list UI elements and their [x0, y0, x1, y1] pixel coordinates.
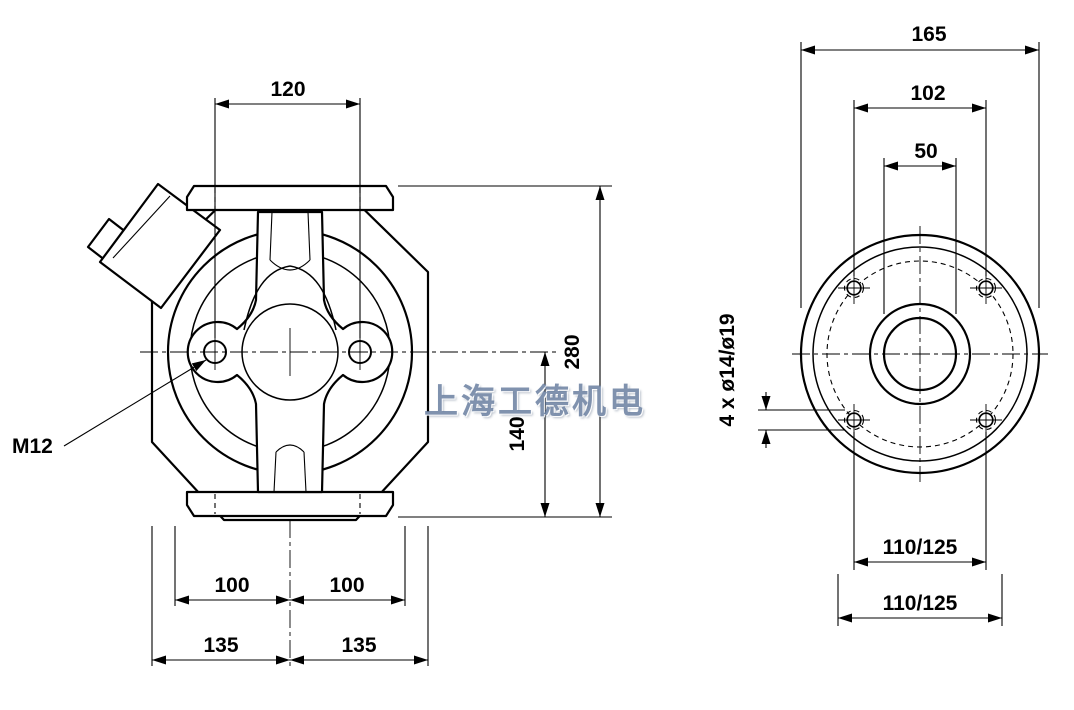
- dim-text-102: 102: [910, 82, 945, 105]
- dim-text-280: 280: [561, 334, 584, 369]
- drain-arc: [275, 444, 305, 453]
- label-bolt-holes: 4 x ø14/ø19: [716, 313, 845, 448]
- top-flange: [185, 184, 395, 212]
- dim-text-135-right: 135: [341, 634, 376, 657]
- dim-width-halves: 135 135: [151, 526, 429, 666]
- dim-bolt-span: 102: [853, 82, 987, 276]
- dim-text-50: 50: [914, 140, 937, 163]
- dim-top-flange: 120: [214, 78, 361, 338]
- terminal-box-detail: [112, 195, 171, 259]
- dim-text-110-125-a: 110/125: [883, 536, 958, 559]
- dim-base-halves: 100 100: [174, 526, 406, 606]
- bottom-flange: [185, 490, 395, 518]
- dim-text-135-left: 135: [203, 634, 238, 657]
- watermark-text: 上海工德机电: [424, 382, 646, 422]
- front-view: 120 280 140 M12 100 100: [12, 78, 612, 668]
- dim-text-165: 165: [911, 23, 946, 46]
- flange-view: 165 102 50 4 x ø14/ø19 11: [716, 23, 1048, 626]
- dim-pitch-circle-1: 110/125: [853, 432, 987, 570]
- dim-text-120: 120: [270, 78, 305, 101]
- drain-detail: [303, 451, 307, 493]
- dim-overall-height: 280: [398, 185, 612, 518]
- terminal-box: [98, 182, 222, 310]
- neck-arc: [269, 259, 311, 271]
- label-m12: M12: [12, 359, 207, 458]
- neck-detail: [307, 211, 311, 261]
- dim-port-bore: 50: [883, 140, 957, 314]
- dim-center-to-base: 140: [506, 352, 550, 517]
- flange-bolt-hole: [970, 404, 1002, 436]
- dim-text-100-left: 100: [214, 574, 249, 597]
- dim-text-110-125-b: 110/125: [883, 592, 958, 615]
- dim-overall-width: 165: [800, 23, 1040, 308]
- dim-text-140: 140: [506, 416, 529, 451]
- holes-label-text: 4 x ø14/ø19: [716, 313, 739, 426]
- drain-detail: [273, 451, 277, 493]
- volute-spiral-left: [243, 265, 291, 331]
- leader-line: [63, 359, 207, 447]
- flange-bolt-hole: [838, 404, 870, 436]
- dim-pitch-circle-2: 110/125: [837, 574, 1003, 626]
- volute-spiral-right: [289, 265, 337, 331]
- dim-text-100-right: 100: [329, 574, 364, 597]
- neck-detail: [269, 211, 273, 261]
- flange-bolt-hole: [838, 272, 870, 304]
- thread-label-text: M12: [12, 435, 53, 458]
- flange-bolt-hole: [970, 272, 1002, 304]
